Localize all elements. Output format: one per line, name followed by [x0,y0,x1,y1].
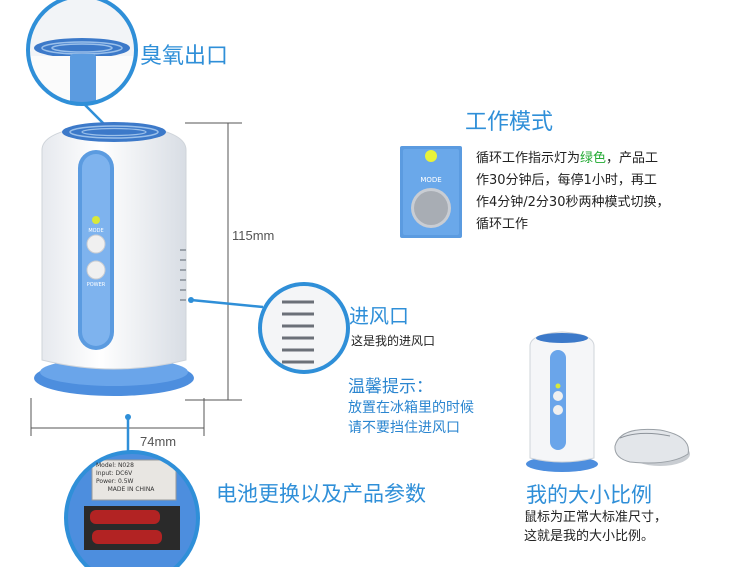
height-dimension-line [180,120,250,405]
mode-panel-image: MODE [400,146,462,238]
size-line-1: 鼠标为正常大标准尺寸， [524,510,668,525]
spec-input: Input: DC6V [96,470,133,477]
spec-power: Power: 0.5W [96,478,134,485]
svg-text:MODE: MODE [420,176,441,184]
width-dimension-line [28,398,208,438]
mode-line-3: 作4分钟/2分30秒两种模式切换， [476,195,670,210]
height-label: 115mm [232,228,275,243]
spec-model: Model: N028 [96,462,134,469]
battery-spec-label: Model: N028 Input: DC6V Power: 0.5W MADE… [96,462,166,494]
tip-title: 温馨提示： [348,377,433,397]
air-inlet-closeup [256,280,352,376]
battery-title: 电池更换以及产品参数 [216,482,426,506]
main-device: MODE POWER [22,110,202,400]
air-inlet-desc: 这是我的进风口 [351,334,436,348]
size-title: 我的大小比例 [526,483,652,507]
mode-line-1: 循环工作指示灯为绿色，产品工 [476,151,659,166]
spec-origin: MADE IN CHINA [107,486,155,493]
work-mode-description: 循环工作指示灯为绿色，产品工 作30分钟后，每停1小时，再工 作4分钟/2分30… [476,148,716,236]
battery-closeup [62,448,202,571]
mode-line-4: 循环工作 [476,217,529,232]
size-line-2: 这就是我的大小比例。 [524,529,655,544]
ozone-outlet-label: 臭氧出口 [140,44,229,69]
tip-line-2: 请不要挡住进风口 [348,420,460,436]
width-label: 74mm [140,434,177,449]
air-inlet-pointer [185,293,265,313]
work-mode-title: 工作模式 [465,110,554,135]
air-inlet-title: 进风口 [349,304,409,328]
mode-line-2: 作30分钟后，每停1小时，再工 [476,173,657,188]
svg-text:MODE: MODE [88,228,103,234]
size-desc: 鼠标为正常大标准尺寸， 这就是我的大小比例。 [524,508,667,546]
ozone-outlet-closeup [22,0,142,110]
small-device-with-mouse [520,326,695,476]
tip-line-1: 放置在冰箱里的时候 [348,400,474,416]
tip-block: 温馨提示： 放置在冰箱里的时候 请不要挡住进风口 [348,376,474,438]
svg-text:POWER: POWER [87,282,106,288]
green-text: 绿色 [580,151,607,166]
